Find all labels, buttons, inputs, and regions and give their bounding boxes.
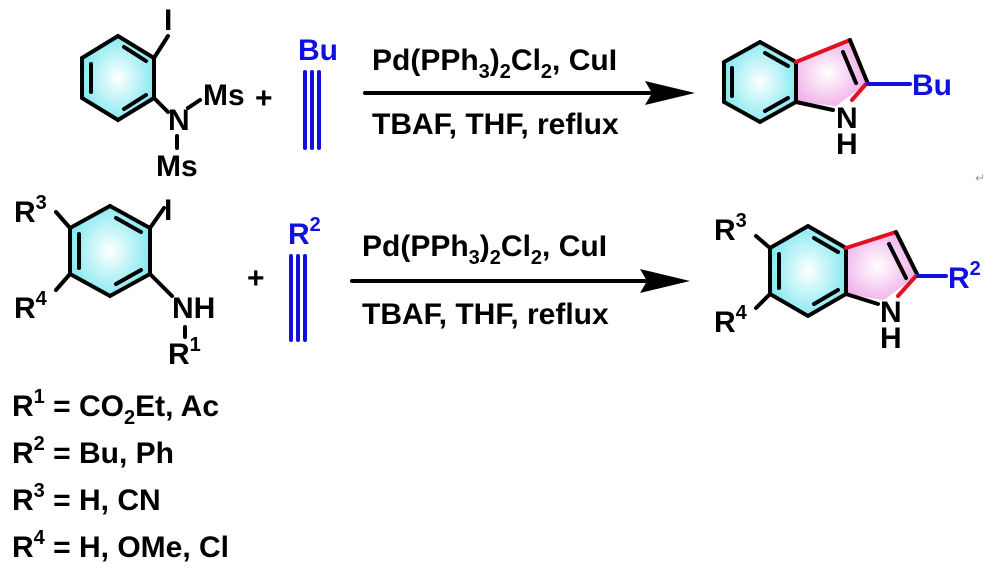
product1-indole: Bu N H xyxy=(722,38,952,161)
definition-r1: R1 = CO2Et, Ac xyxy=(12,386,219,429)
substituent-definitions: R1 = CO2Et, Ac R2 = Bu, Ph R3 = H, CN R4… xyxy=(12,386,229,564)
pyrrole-ring xyxy=(846,232,916,300)
product-h-label: H xyxy=(836,128,858,161)
product-n-label: N xyxy=(836,102,858,135)
reactant1-alkyne: Bu xyxy=(298,34,338,150)
product-bu-label: Bu xyxy=(912,69,952,102)
nh-label: NH xyxy=(172,292,215,325)
reagent-bottom-1: TBAF, THF, reflux xyxy=(372,108,619,141)
reagent-top-1: Pd(PPh3)2Cl2, CuI xyxy=(372,44,617,83)
benzene-ring xyxy=(70,206,150,296)
product-n-label-2: N xyxy=(880,296,902,329)
product2-indole: R2 R3 R4 N H xyxy=(714,210,981,355)
reactant1-aryl-iodide: I N Ms Ms xyxy=(80,4,245,183)
r3-label: R3 xyxy=(14,192,47,229)
plus-sign-2: + xyxy=(247,262,265,295)
benzene-ring xyxy=(770,226,846,316)
definition-r2: R2 = Bu, Ph xyxy=(12,433,174,470)
ms-bottom-label: Ms xyxy=(156,150,198,183)
definition-r3: R3 = H, CN xyxy=(12,480,161,517)
r1-label: R1 xyxy=(168,334,201,371)
product-r3-label: R3 xyxy=(714,210,747,247)
iodo-label: I xyxy=(164,4,172,37)
product-r2-label: R2 xyxy=(948,258,981,295)
reactant2-alkyne: R2 xyxy=(288,214,321,342)
reaction-arrow-1: Pd(PPh3)2Cl2, CuI TBAF, THF, reflux xyxy=(363,44,695,141)
alkyne-r2-label: R2 xyxy=(288,214,321,251)
iodo-label-2: I xyxy=(164,194,172,227)
return-mark: ↵ xyxy=(975,171,985,185)
ms-top-label: Ms xyxy=(203,79,245,112)
reagent-bottom-2: TBAF, THF, reflux xyxy=(362,298,609,331)
plus-sign-1: + xyxy=(255,82,273,115)
alkyne-bu-label: Bu xyxy=(298,34,338,67)
r4-label: R4 xyxy=(14,288,48,325)
reactant2-aryl-iodide: I R3 R4 NH R1 xyxy=(14,192,215,371)
product-r4-label: R4 xyxy=(714,302,748,339)
reaction-arrow-2: Pd(PPh3)2Cl2, CuI TBAF, THF, reflux xyxy=(350,230,690,331)
product-h-label-2: H xyxy=(880,322,902,355)
reagent-top-2: Pd(PPh3)2Cl2, CuI xyxy=(362,230,607,269)
nitrogen-label: N xyxy=(168,104,190,137)
definition-r4: R4 = H, OMe, Cl xyxy=(12,527,229,564)
